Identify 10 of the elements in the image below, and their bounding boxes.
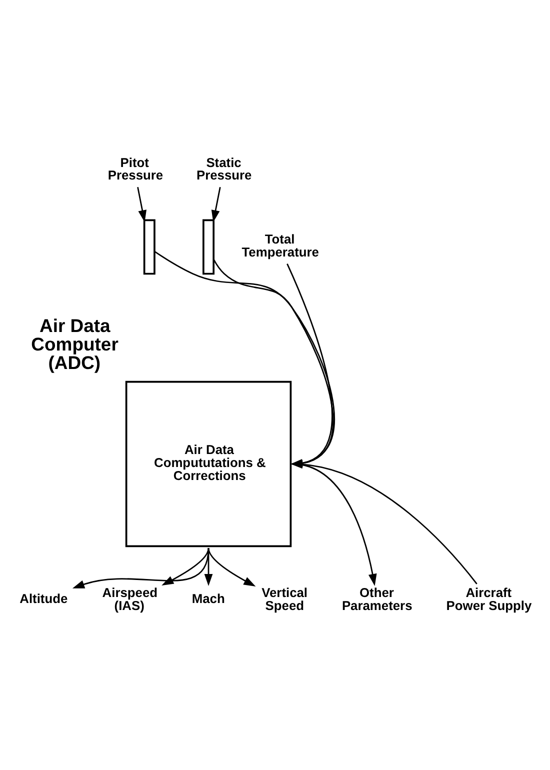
node-text: Aircraft Power Supply (446, 584, 532, 613)
node-text: Altitude (20, 590, 68, 606)
node-text: Static Pressure (196, 154, 252, 182)
node-text: Total Temperature (242, 230, 319, 259)
node-text: Mach (192, 590, 225, 606)
node-label: Air Data Computer (ADC) (31, 314, 118, 372)
node-text: Airspeed (IAS) (102, 584, 158, 613)
node-text: Vertical Speed (262, 584, 308, 613)
node-text: Pitot Pressure (108, 154, 164, 182)
node-text: Other Parameters (342, 584, 412, 613)
